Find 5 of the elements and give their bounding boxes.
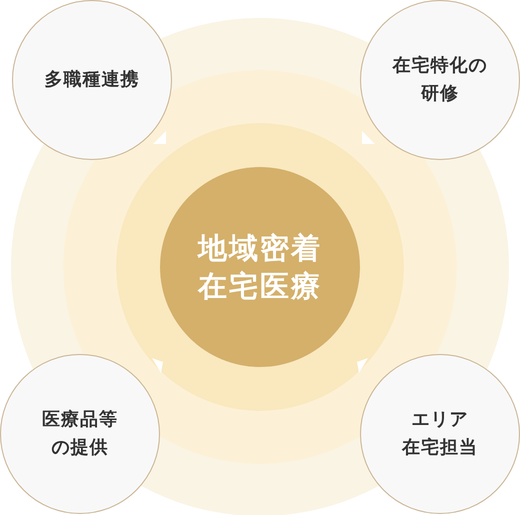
circle-label: エリア在宅担当 (402, 408, 478, 460)
center-title: 地域密着在宅医療 (198, 230, 322, 305)
circle-label: 医療品等の提供 (42, 408, 118, 460)
circle-label: 多職種連携 (44, 68, 140, 92)
circle-label: 在宅特化の研修 (392, 54, 488, 106)
